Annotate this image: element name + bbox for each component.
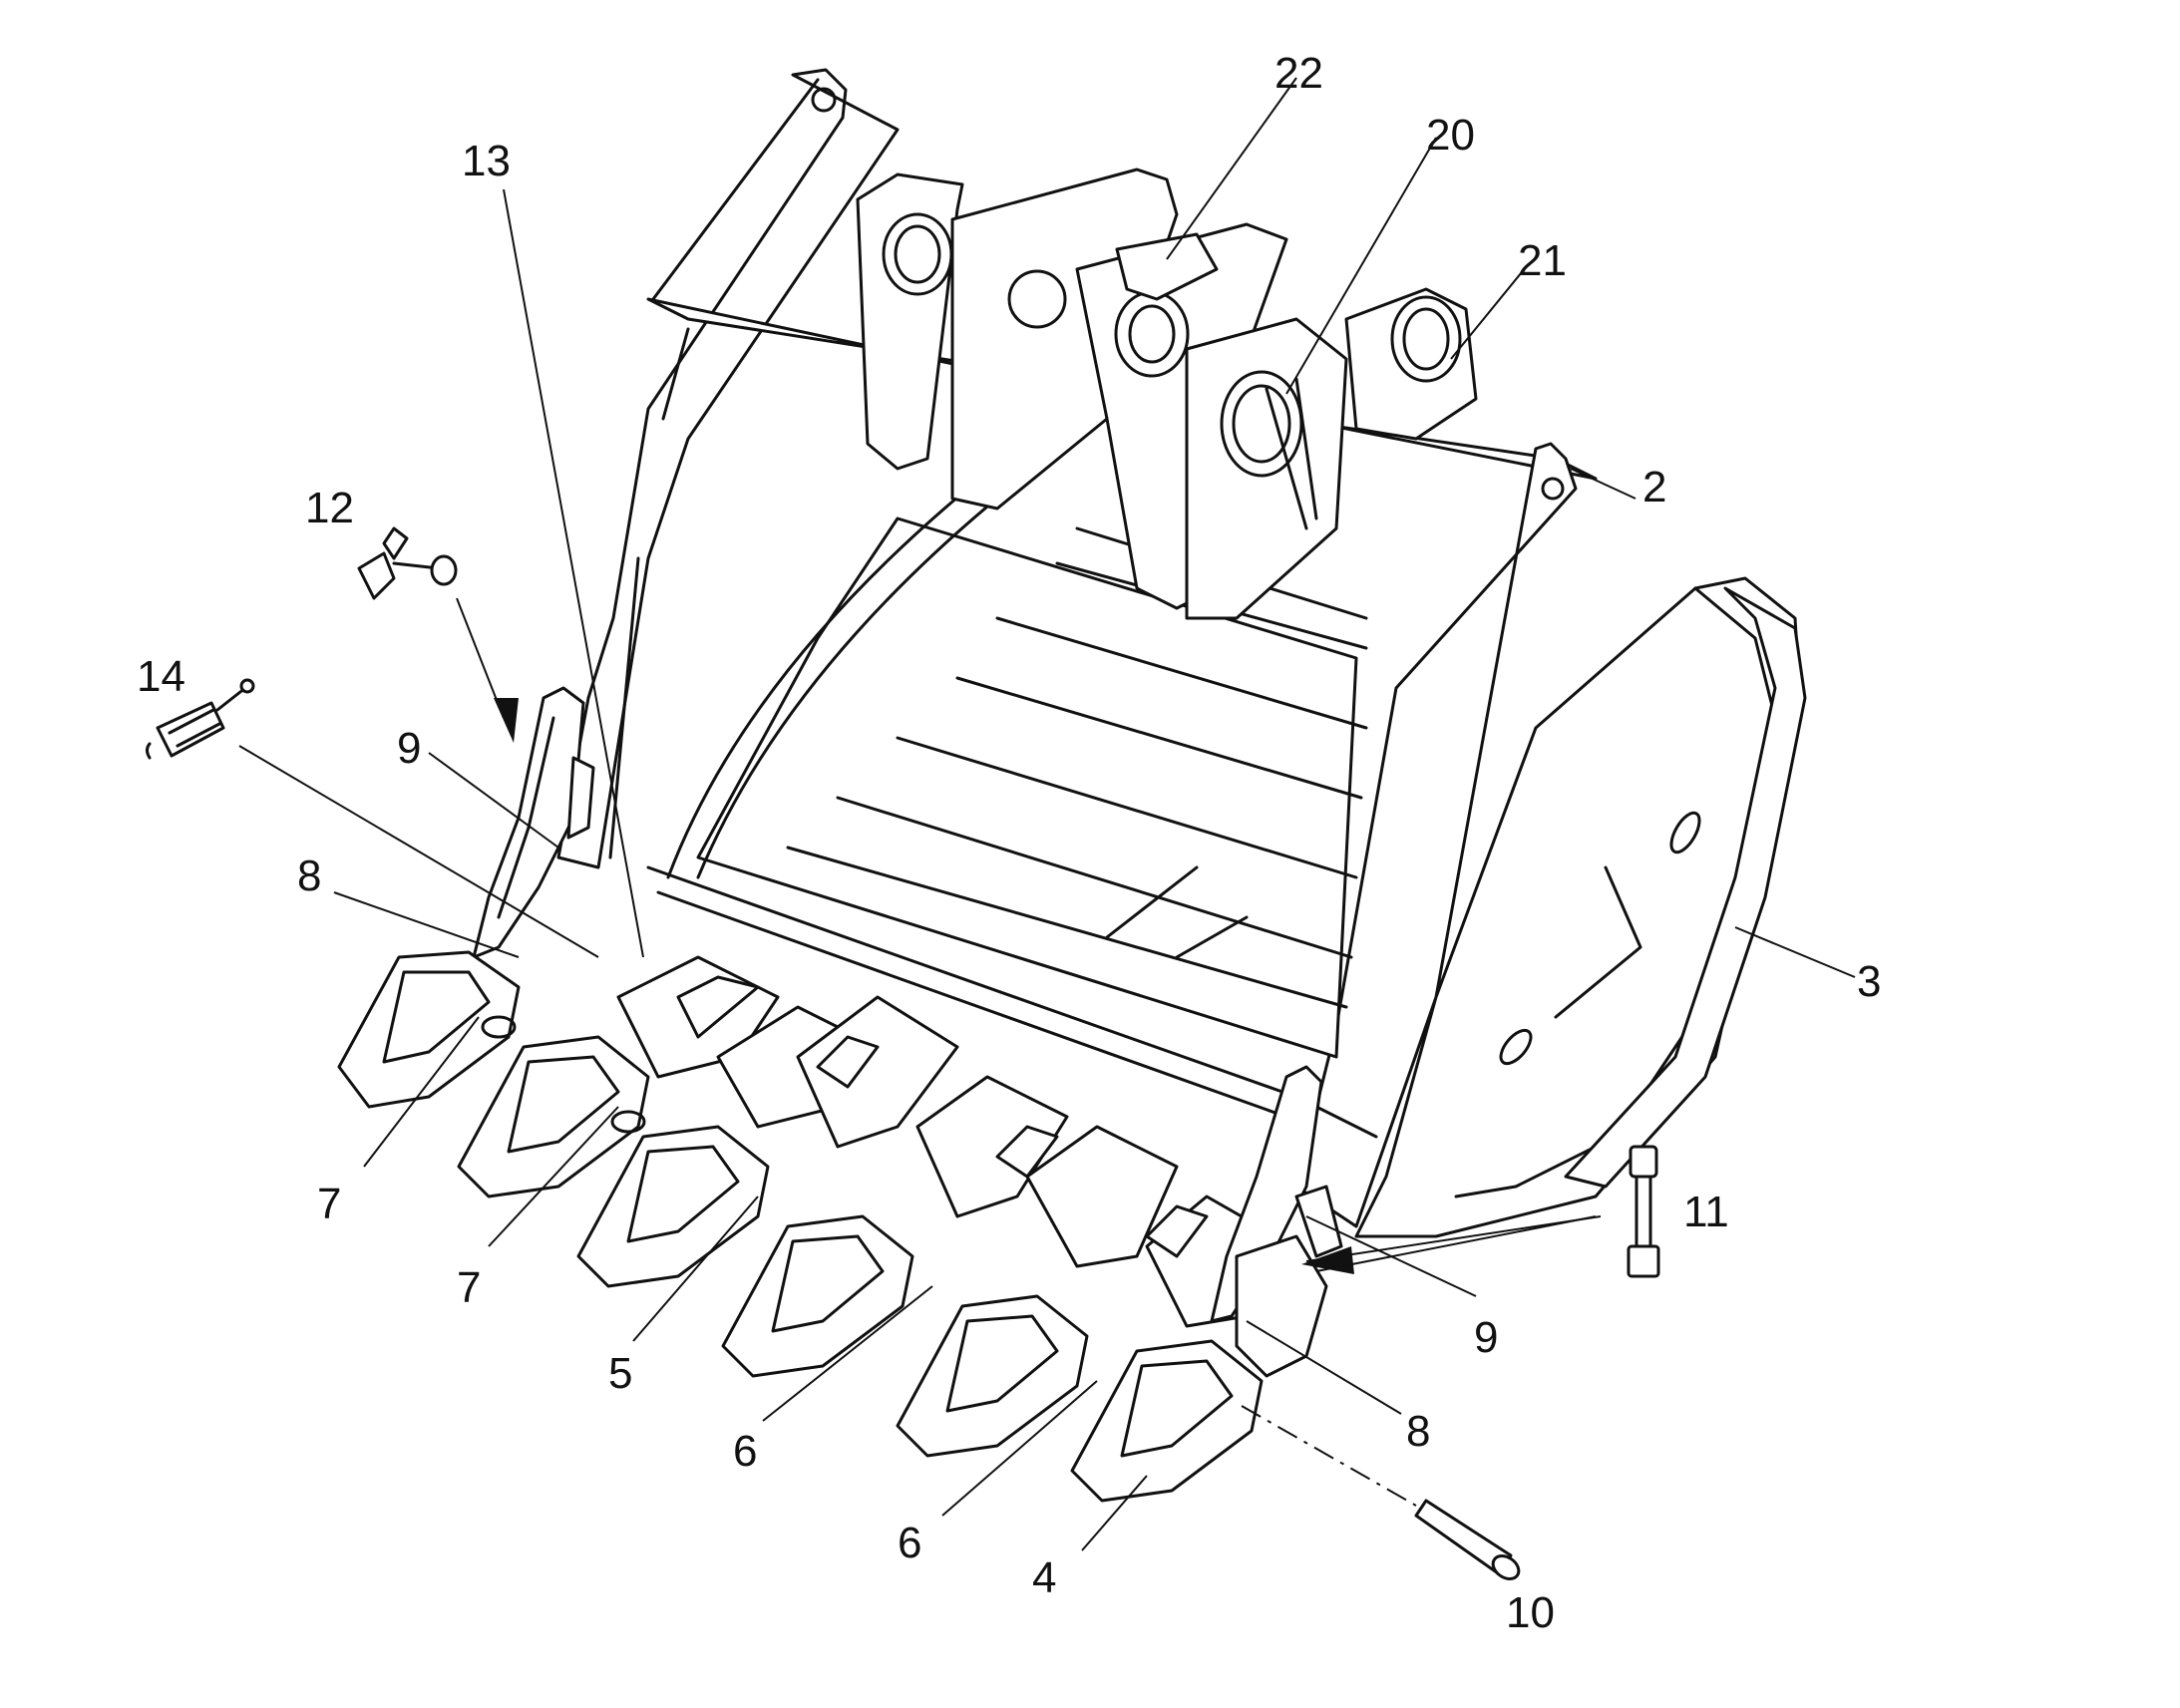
callout-8-left: 8 [297,852,321,900]
callout-21: 21 [1518,236,1567,285]
callout-8-right: 8 [1406,1407,1430,1456]
pin-12 [357,526,458,600]
lock-14 [146,678,255,760]
callout-4: 4 [1032,1553,1056,1602]
tooth-row [337,950,1278,1503]
leader-lines [238,77,1856,1551]
callout-numbers: 22 20 21 13 2 12 14 9 8 3 7 7 11 5 9 6 8… [137,49,1881,1637]
callout-13: 13 [462,137,511,185]
callout-6-right: 6 [898,1519,921,1567]
callout-3: 3 [1857,957,1881,1006]
left-side-cutter [472,686,595,959]
callout-12: 12 [305,484,354,532]
pin-10 [1414,1499,1521,1580]
bolt-11 [1627,1145,1660,1278]
callout-6-mid: 6 [733,1427,757,1476]
callout-11: 11 [1683,1188,1729,1236]
callout-5: 5 [608,1349,632,1398]
pin-bosses [856,168,1478,620]
callout-20: 20 [1426,111,1475,160]
callout-2: 2 [1642,463,1666,512]
callout-9-left: 9 [397,724,421,773]
callout-10: 10 [1506,1588,1555,1637]
callout-22: 22 [1274,49,1323,98]
callout-9-right: 9 [1474,1313,1498,1362]
callout-7-mid: 7 [457,1263,481,1312]
callout-14: 14 [137,652,185,701]
callout-7-left: 7 [317,1180,341,1228]
